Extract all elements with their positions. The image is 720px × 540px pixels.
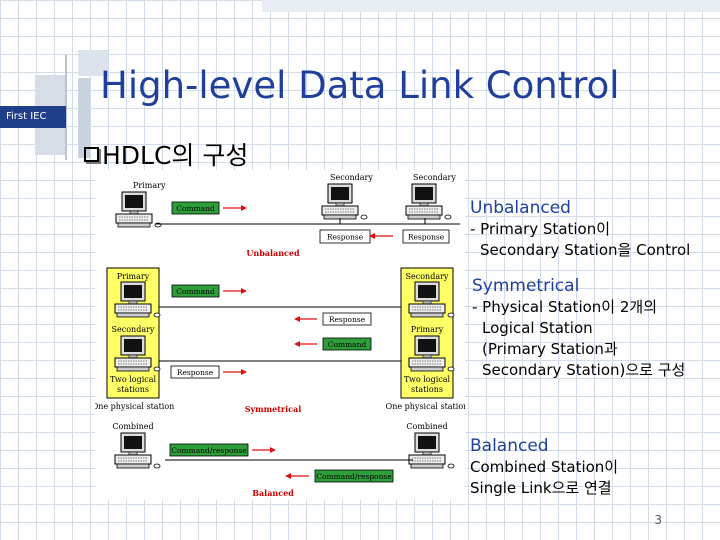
sym-one-physical-left: One physical station bbox=[95, 402, 174, 411]
symmetrical-line-1: - Physical Station이 2개의 bbox=[472, 298, 658, 316]
primary-computer-icon bbox=[115, 191, 162, 228]
unbalanced-section: Primary Secondary Secondary Command Resp… bbox=[115, 173, 460, 258]
sym-right-two-logical: Two logical bbox=[404, 375, 451, 384]
response-box bbox=[322, 312, 372, 326]
sym-left-secondary-label: Secondary bbox=[112, 325, 155, 334]
checkbox-bullet-icon bbox=[84, 147, 99, 162]
symmetrical-description: Symmetrical - Physical Station이 2개의 Logi… bbox=[472, 276, 685, 381]
unbalanced-line-2: Secondary Station을 Control bbox=[480, 241, 691, 259]
unbalanced-caption: Unbalanced bbox=[246, 248, 300, 258]
response-box bbox=[170, 365, 220, 379]
balanced-caption: Balanced bbox=[252, 488, 294, 498]
balanced-description: Balanced Combined Station이 Single Link으로… bbox=[470, 436, 618, 499]
balanced-line-1: Combined Station이 bbox=[470, 458, 619, 476]
unbalanced-secondary-label-2: Secondary bbox=[413, 173, 456, 182]
symmetrical-head: Symmetrical bbox=[472, 276, 580, 296]
sym-left-two-logical: Two logical bbox=[110, 375, 157, 384]
symmetrical-line-2: Logical Station bbox=[482, 319, 593, 337]
response-label-1: Response bbox=[327, 233, 364, 242]
combined-computer-icon bbox=[114, 432, 161, 469]
decor-block bbox=[78, 50, 108, 76]
sym-left-primary-label: Primary bbox=[117, 272, 150, 281]
sym-command-label-1: Command bbox=[176, 287, 215, 296]
slide-subtitle: HDLC의 구성 bbox=[84, 136, 248, 172]
balanced-section: Combined Combined Command/response Comma… bbox=[112, 422, 455, 498]
unbalanced-head: Unbalanced bbox=[470, 198, 571, 218]
slide-tag: First IEC bbox=[0, 106, 66, 128]
sym-command-label-2: Command bbox=[328, 340, 367, 349]
response-box bbox=[402, 229, 450, 244]
sym-one-physical-right: One physical station bbox=[386, 402, 465, 411]
combined-computer-icon bbox=[408, 432, 455, 469]
sym-left-stations: stations bbox=[117, 385, 149, 394]
symmetrical-line-4: Secondary Station)으로 구성 bbox=[482, 361, 686, 379]
bal-command-response-1: Command/response bbox=[171, 446, 247, 455]
slide-title: High-level Data Link Control bbox=[100, 64, 620, 107]
decor-block bbox=[78, 78, 90, 158]
command-box bbox=[322, 337, 372, 351]
page-number: 3 bbox=[654, 513, 662, 527]
command-label: Command bbox=[176, 204, 215, 213]
unbalanced-line-1: - Primary Station이 bbox=[470, 220, 611, 238]
symmetrical-caption: Symmetrical bbox=[245, 404, 302, 414]
secondary-computer-icon bbox=[321, 183, 368, 220]
command-box bbox=[171, 284, 220, 298]
unbalanced-description: Unbalanced - Primary Station이 Secondary … bbox=[470, 198, 690, 261]
bal-combined-right-label: Combined bbox=[406, 422, 447, 431]
balanced-head: Balanced bbox=[470, 436, 549, 456]
bal-command-response-2: Command/response bbox=[316, 472, 392, 481]
bal-combined-left-label: Combined bbox=[112, 422, 153, 431]
symmetrical-line-3: (Primary Station과 bbox=[482, 340, 618, 358]
top-band bbox=[262, 0, 720, 12]
hdlc-diagram: Primary Secondary Secondary Command Resp… bbox=[92, 170, 468, 500]
unbalanced-primary-label: Primary bbox=[133, 181, 166, 190]
command-response-box bbox=[314, 469, 394, 483]
sym-right-primary-label: Primary bbox=[411, 325, 444, 334]
sym-response-label-1: Response bbox=[329, 315, 366, 324]
secondary-computer-icon bbox=[405, 183, 452, 220]
subtitle-text: HDLC의 구성 bbox=[102, 141, 249, 170]
sym-right-secondary-label: Secondary bbox=[406, 272, 449, 281]
command-box bbox=[171, 201, 220, 215]
command-response-box bbox=[169, 443, 249, 457]
sym-right-stations: stations bbox=[411, 385, 443, 394]
unbalanced-secondary-label-1: Secondary bbox=[330, 173, 373, 182]
decor-line bbox=[65, 55, 67, 160]
sym-response-label-2: Response bbox=[177, 368, 214, 377]
symmetrical-section: Primary Secondary Two logical stations S… bbox=[92, 267, 468, 414]
balanced-line-2: Single Link으로 연결 bbox=[470, 479, 612, 497]
response-label-2: Response bbox=[408, 233, 445, 242]
